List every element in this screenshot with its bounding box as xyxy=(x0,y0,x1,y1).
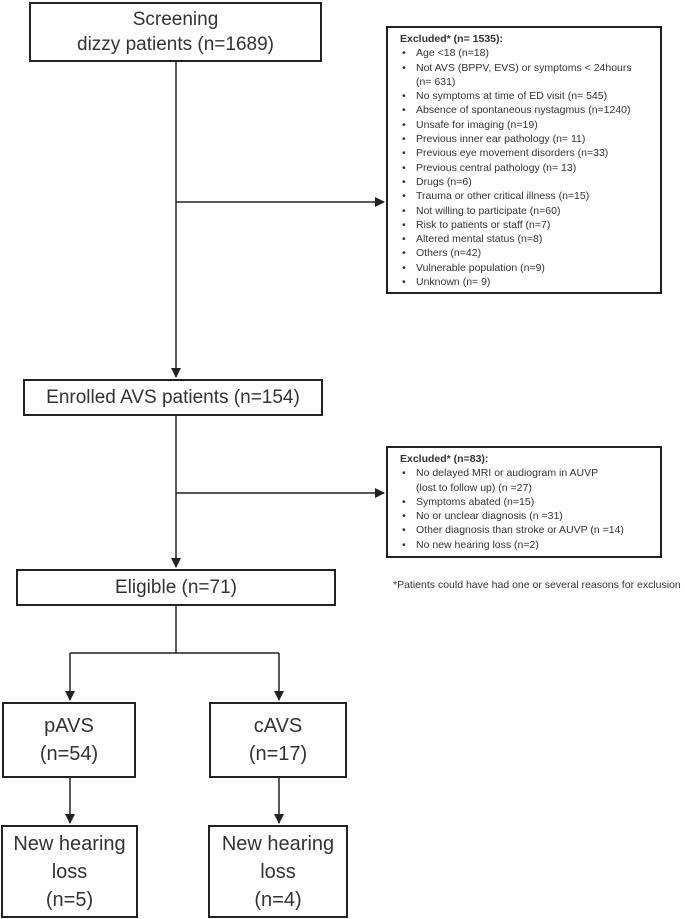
hl-right-line1: New hearing xyxy=(221,832,335,855)
list-item: No delayed MRI or audiogram in AUVP(lost… xyxy=(400,466,652,495)
excluded1-title: Excluded* (n= 1535): xyxy=(400,33,503,45)
list-item: Absence of spontaneous nystagmus (n=1240… xyxy=(400,103,652,118)
enrolled-box: Enrolled AVS patients (n=154) xyxy=(23,379,323,416)
list-item: No or unclear diagnosis (n =31) xyxy=(400,509,652,524)
eligible-box: Eligible (n=71) xyxy=(16,569,336,606)
excluded-box-1: Excluded* (n= 1535): Age <18 (n=18) Not … xyxy=(386,26,662,294)
list-item: No symptoms at time of ED visit (n= 545) xyxy=(400,89,652,104)
hearing-loss-left-box: New hearing loss (n=5) xyxy=(1,825,138,918)
hearing-loss-right-box: New hearing loss (n=4) xyxy=(208,825,348,918)
excluded1-list: Age <18 (n=18) Not AVS (BPPV, EVS) or sy… xyxy=(400,46,652,289)
screening-box: Screening dizzy patients (n=1689) xyxy=(29,2,322,62)
pavs-line2: (n=54) xyxy=(39,743,99,765)
screening-line2: dizzy patients (n=1689) xyxy=(77,34,274,55)
eligible-label: Eligible (n=71) xyxy=(115,577,237,598)
excluded2-title: Excluded* (n=83): xyxy=(400,453,489,465)
cavs-line1: cAVS xyxy=(253,715,303,737)
list-item: Unknown (n= 9) xyxy=(400,275,652,290)
excluded2-list: No delayed MRI or audiogram in AUVP(lost… xyxy=(400,466,652,552)
cavs-line2: (n=17) xyxy=(248,743,308,765)
list-item: No new hearing loss (n=2) xyxy=(400,538,652,553)
list-item: Symptoms abated (n=15) xyxy=(400,495,652,510)
list-item: Vulnerable population (n=9) xyxy=(400,261,652,276)
pavs-line1: pAVS xyxy=(44,715,94,737)
hl-left-line3: (n=5) xyxy=(45,888,94,911)
list-item: Age <18 (n=18) xyxy=(400,46,652,61)
enrolled-label: Enrolled AVS patients (n=154) xyxy=(46,387,300,408)
list-item: Not willing to participate (n=60) xyxy=(400,204,652,219)
list-item: Altered mental status (n=8) xyxy=(400,232,652,247)
list-item: Others (n=42) xyxy=(400,246,652,261)
hl-right-line2: loss xyxy=(260,860,296,883)
list-item: Previous central pathology (n= 13) xyxy=(400,161,652,176)
list-item: Unsafe for imaging (n=19) xyxy=(400,118,652,133)
hl-right-line3: (n=4) xyxy=(254,888,302,911)
pavs-box: pAVS (n=54) xyxy=(2,702,136,778)
list-item: Risk to patients or staff (n=7) xyxy=(400,218,652,233)
screening-line1: Screening xyxy=(132,9,219,30)
hl-left-line1: New hearing xyxy=(13,832,126,855)
excluded-box-2: Excluded* (n=83): No delayed MRI or audi… xyxy=(386,446,662,558)
list-item: Other diagnosis than stroke or AUVP (n =… xyxy=(400,523,652,538)
list-item: Previous eye movement disorders (n=33) xyxy=(400,146,652,161)
list-item: Drugs (n=6) xyxy=(400,175,652,190)
list-item: Trauma or other critical illness (n=15) xyxy=(400,189,652,204)
list-item: Previous inner ear pathology (n= 11) xyxy=(400,132,652,147)
cavs-box: cAVS (n=17) xyxy=(209,702,347,778)
hl-left-line2: loss xyxy=(51,860,88,883)
footnote: *Patients could have had one or several … xyxy=(393,579,681,591)
list-item: Not AVS (BPPV, EVS) or symptoms < 24hour… xyxy=(400,61,652,90)
